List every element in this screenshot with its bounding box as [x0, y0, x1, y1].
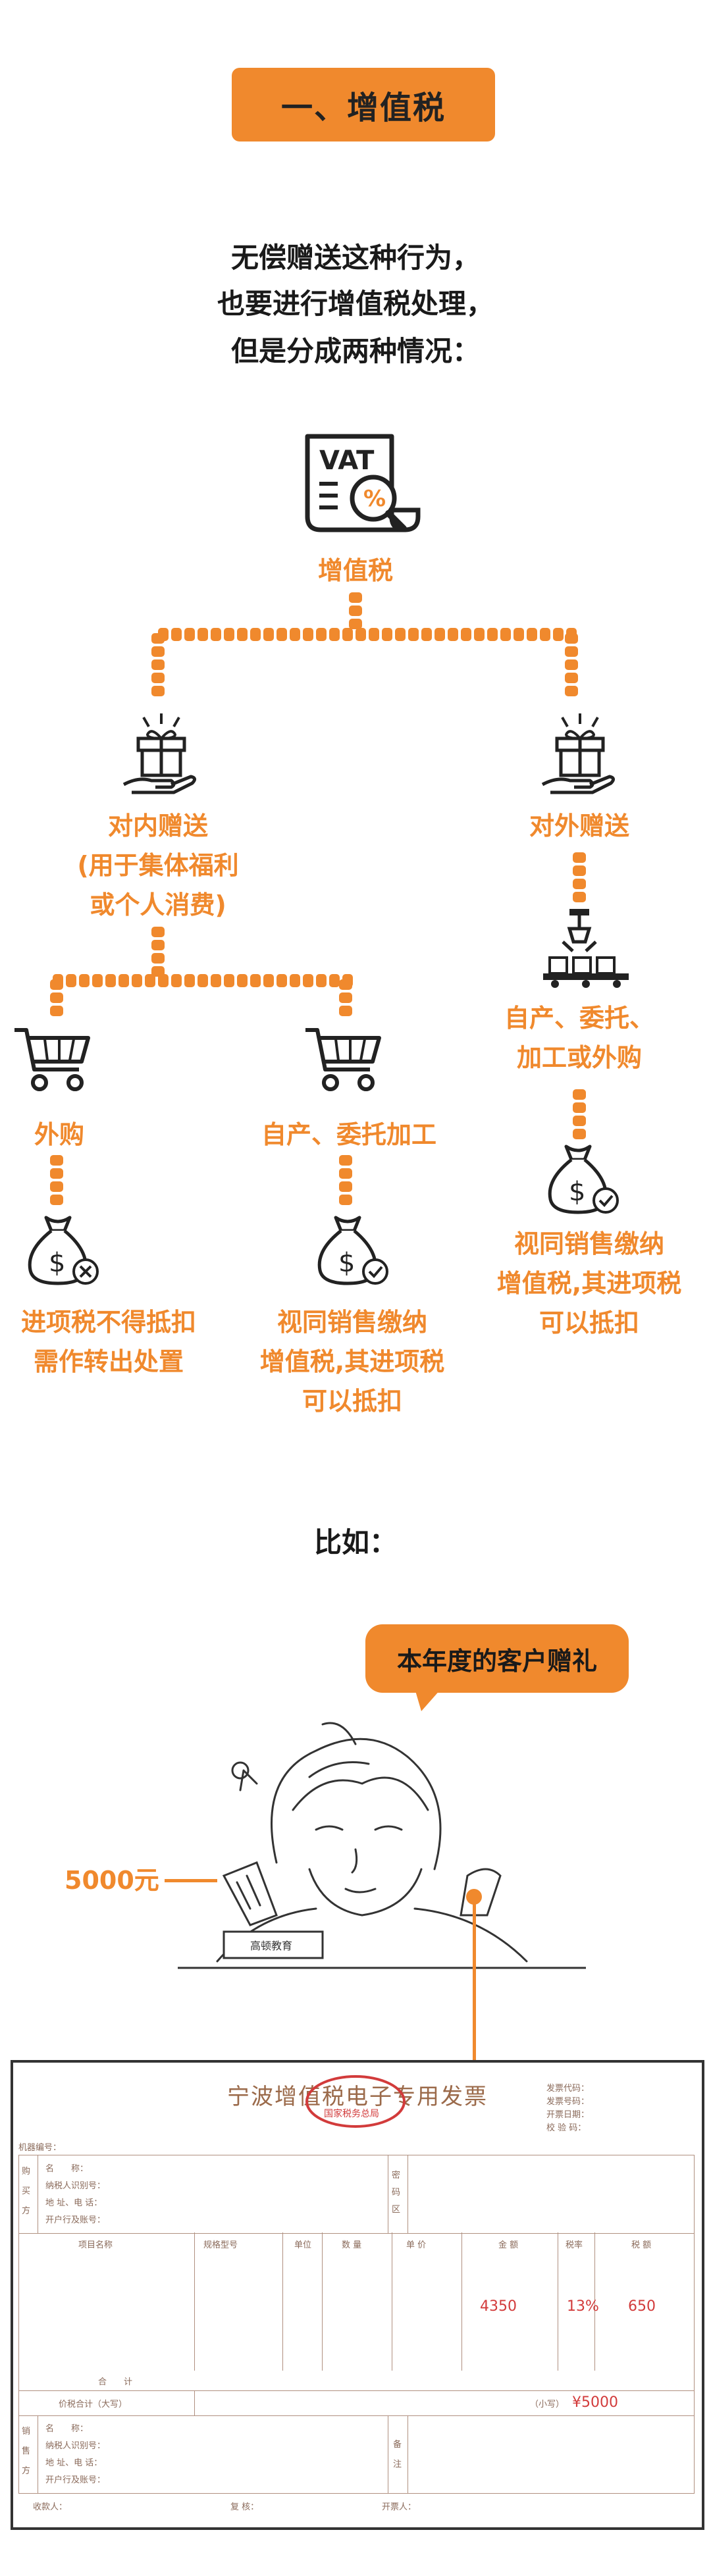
svg-text:$: $	[569, 1177, 585, 1207]
col-price: 单 价	[406, 2240, 427, 2250]
inner-gift-label: 对内赠送 (用于集体福利 或个人消费)	[77, 811, 239, 919]
col-item: 项目名称	[78, 2240, 113, 2250]
buyer-side-label: 购买方	[22, 2167, 31, 2216]
total-label: 价税合计（大写）	[59, 2400, 128, 2409]
speech-bubble: 本年度的客户赠礼	[365, 1624, 629, 1693]
col-qty: 数 量	[342, 2240, 362, 2250]
gift-hand-icon	[541, 713, 615, 794]
purchase-result: 进项税不得抵扣 需作转出处置	[20, 1308, 196, 1376]
tax-rate-value: 13%	[567, 2298, 599, 2315]
col-unit: 单位	[294, 2240, 312, 2250]
money-bag-cross-icon: $	[28, 1216, 99, 1285]
outer-gift-label: 对外赠送	[529, 811, 629, 840]
character-illustration: 高顿教育	[178, 1722, 586, 1969]
invoice-title: 宁波增值税电子专用发票	[227, 2084, 488, 2110]
outer-result: 视同销售缴纳 增值税,其进项税 可以抵扣	[496, 1229, 682, 1337]
footer-issuer: 开票人：	[382, 2502, 417, 2512]
seller-fields: 名 称：纳税人识别号：地 址、电 话：开户行及账号：	[45, 2424, 106, 2485]
outer-source-label: 自产、委托、 加工或外购	[504, 1004, 654, 1072]
vat-document-icon: VAT %	[305, 434, 421, 532]
remark-label: 备注	[393, 2440, 402, 2469]
col-tax: 税 额	[631, 2240, 652, 2250]
buyer-block: 购买方 名 称：纳税人识别号：地 址、电 话：开户行及账号： 密码区	[18, 2155, 695, 2234]
seller-side-label: 销售方	[22, 2427, 31, 2476]
root-label: 增值税	[317, 556, 393, 585]
purchase-label: 外购	[34, 1120, 84, 1149]
seller-block: 销售方 名 称：纳税人识别号：地 址、电 话：开户行及账号： 备注	[18, 2415, 695, 2494]
shopping-cart-icon	[305, 1028, 381, 1091]
tax-value: 650	[628, 2298, 656, 2315]
footer-reviewer: 复 核：	[230, 2502, 259, 2512]
vat-invoice: 宁波增值税电子专用发票 国家税务总局 发票代码：发票号码：开票日期：校 验 码：…	[11, 2060, 704, 2530]
password-area-label: 密码区	[392, 2171, 401, 2215]
amount-pointer	[165, 1879, 217, 1882]
invoice-pointer	[473, 1895, 476, 2060]
total-small-label: （小写）	[530, 2400, 565, 2409]
items-block: 项目名称 规格型号 单位 数 量 单 价 金 额 税率 税 额 4350 13%…	[18, 2232, 695, 2391]
col-rate: 税率	[566, 2240, 583, 2250]
machine-number: 机器编号：	[18, 2143, 62, 2153]
factory-conveyor-icon	[543, 909, 629, 988]
self-made-label: 自产、委托加工	[261, 1120, 436, 1149]
example-label: 比如：	[313, 1526, 397, 1558]
svg-text:$: $	[49, 1248, 65, 1278]
section-title: 一、增值税	[232, 68, 495, 142]
money-bag-check-icon: $	[548, 1145, 619, 1214]
amount-label: 5000元	[65, 1866, 159, 1895]
tax-stamp: 国家税务总局	[305, 2075, 406, 2128]
svg-text:国家税务总局: 国家税务总局	[324, 2108, 379, 2119]
col-spec: 规格型号	[203, 2240, 238, 2250]
invoice-pointer-dot	[466, 1889, 482, 1905]
gift-hand-icon	[122, 713, 196, 794]
total-value: ¥5000	[572, 2394, 618, 2411]
svg-text:%: %	[363, 486, 386, 512]
svg-text:$: $	[338, 1248, 355, 1278]
speech-bubble-tail	[415, 1689, 441, 1711]
footer-payee: 收款人：	[33, 2502, 68, 2512]
amount-value: 4350	[480, 2298, 517, 2315]
subtotal-label: 合 计	[98, 2377, 133, 2387]
svg-text:高顿教育: 高顿教育	[250, 1940, 292, 1952]
svg-text:VAT: VAT	[319, 446, 375, 476]
intro-line-3: 但是分成两种情况：	[230, 335, 480, 367]
total-row: 价税合计（大写） （小写） ¥5000	[18, 2390, 695, 2416]
shopping-cart-icon	[14, 1028, 90, 1091]
money-bag-check-icon: $	[317, 1216, 388, 1285]
buyer-fields: 名 称：纳税人识别号：地 址、电 话：开户行及账号：	[45, 2164, 106, 2225]
intro-line-1: 无偿赠送这种行为，	[230, 242, 480, 274]
invoice-meta: 发票代码：发票号码：开票日期：校 验 码：	[546, 2084, 590, 2133]
intro-line-2: 也要进行增值税处理，	[217, 288, 494, 320]
col-amount: 金 额	[498, 2240, 519, 2250]
self-made-result: 视同销售缴纳 增值税,其进项税 可以抵扣	[259, 1308, 445, 1416]
